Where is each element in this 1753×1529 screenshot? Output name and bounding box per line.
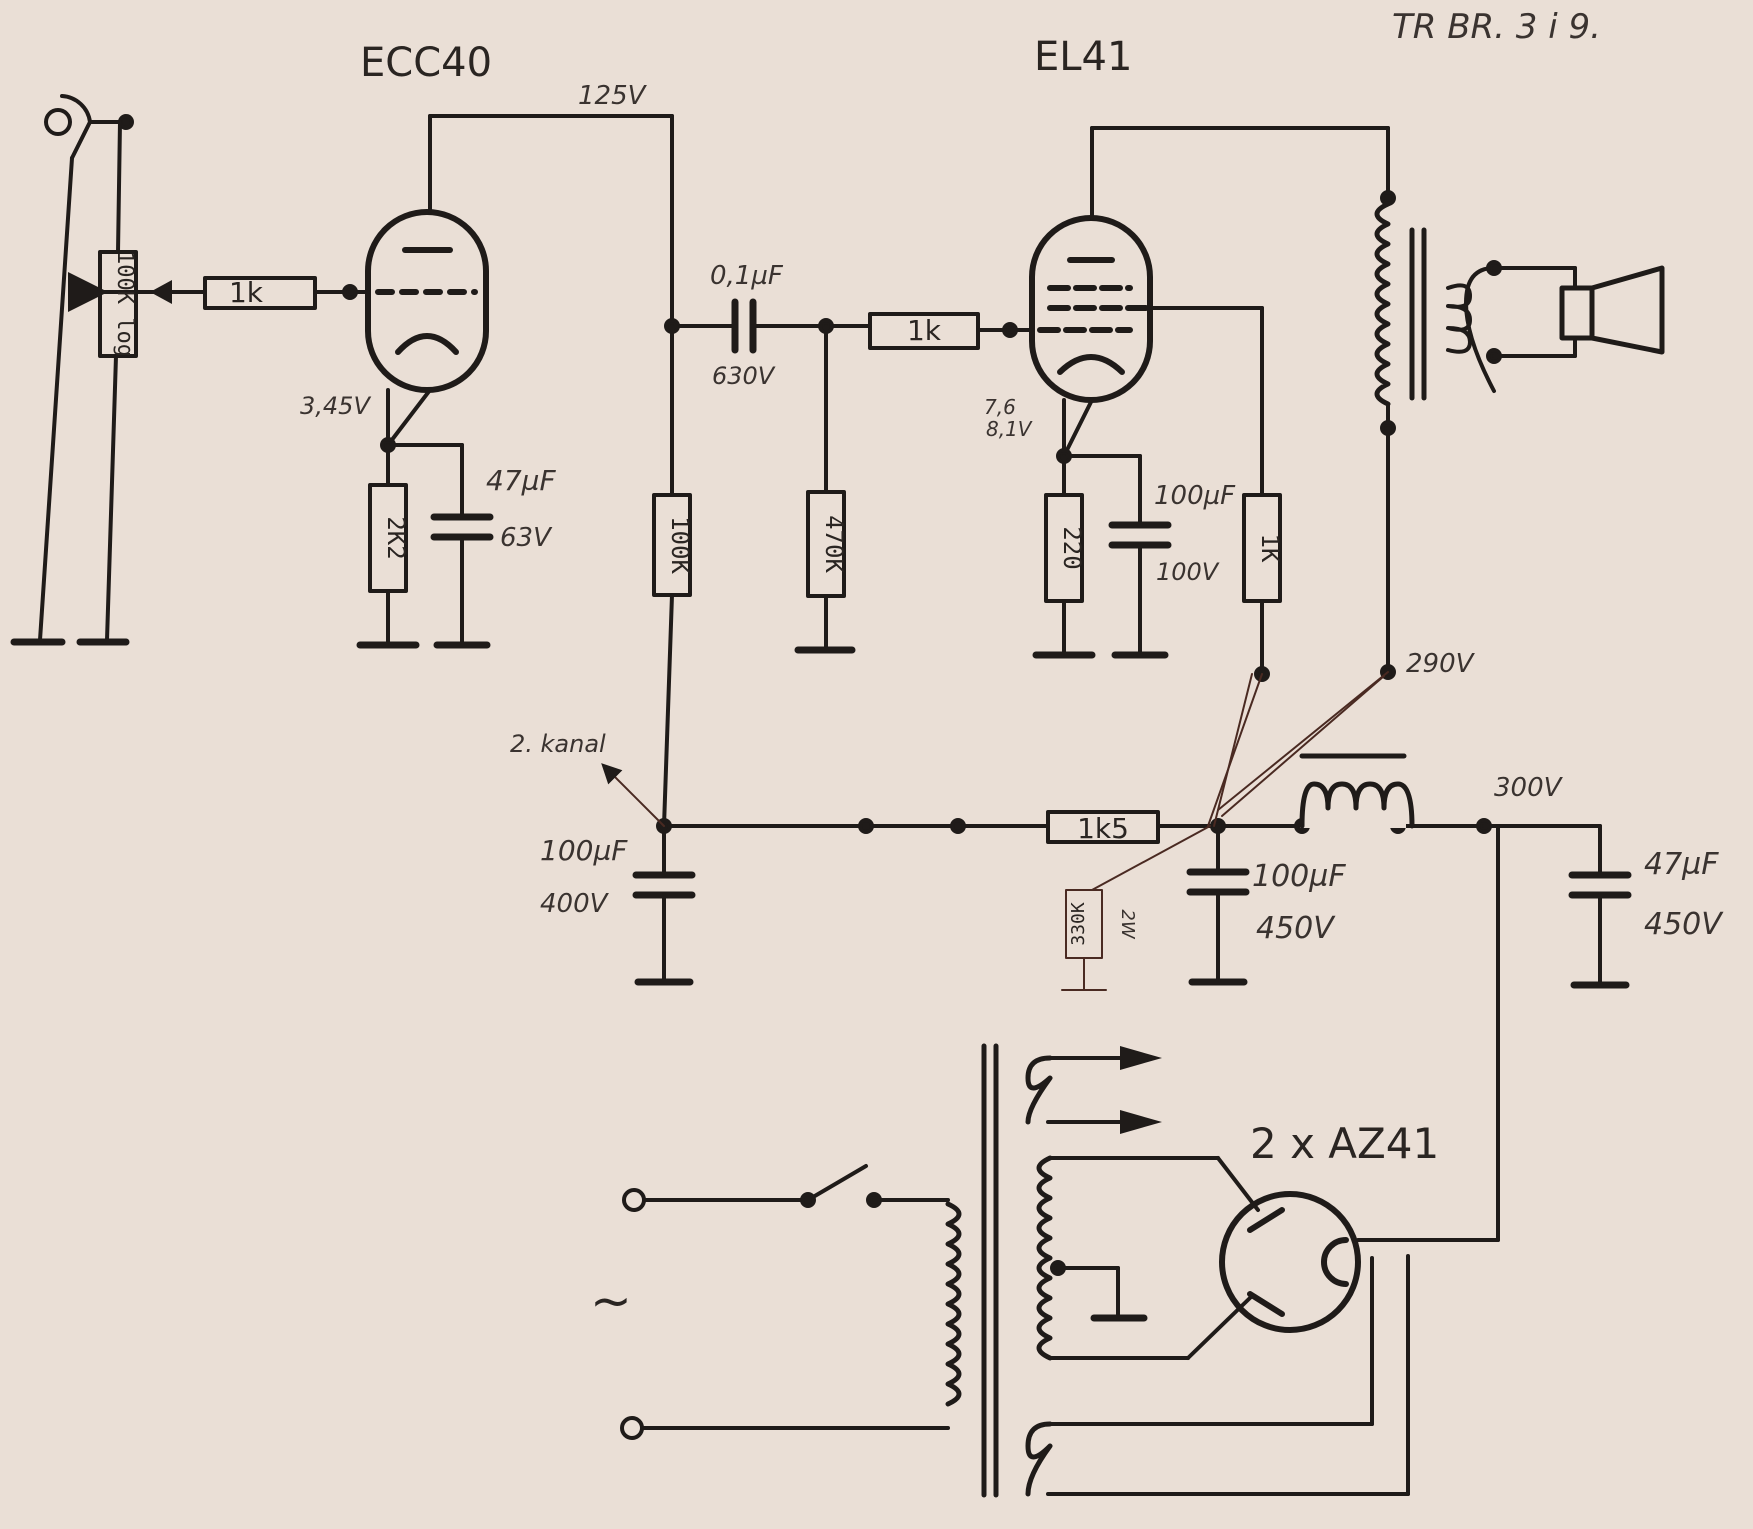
input-jack xyxy=(10,94,92,646)
cathode-cap-2-rating: 100V xyxy=(1156,558,1220,586)
screen-resistor-label: 1K xyxy=(1256,534,1284,563)
az41-rectifier-tube xyxy=(1219,1191,1361,1333)
filter-cap-3-value: 47µF xyxy=(1644,847,1719,882)
filter-resistor-label: 1k5 xyxy=(1077,812,1129,845)
labels: ECC40 EL41 2 x AZ41 TR BR. 3 i 9. 125V 3… xyxy=(112,7,1724,1330)
coupling-cap-value: 0,1µF xyxy=(710,261,784,291)
filter-capacitor-2 xyxy=(1186,824,1250,986)
voltage-cathode-output-2: 8,1V xyxy=(986,417,1033,441)
filter-capacitor-3 xyxy=(1568,871,1632,989)
grid-leak-label: 470K xyxy=(820,515,848,573)
grid-stopper-1-label: 1k xyxy=(229,276,264,309)
mains-symbol: ~ xyxy=(590,1272,632,1330)
cathode-cap-2-value: 100µF xyxy=(1154,481,1236,511)
filter-cap-1-value: 100µF xyxy=(540,834,628,867)
volume-pot xyxy=(68,250,172,646)
filter-cap-2-rating: 450V xyxy=(1256,911,1336,946)
cathode-resistor-1-label: 2K2 xyxy=(382,516,410,559)
second-channel-note: 2. kanal xyxy=(510,730,606,758)
cathode-resistor-2-label: 220 xyxy=(1058,526,1086,569)
voltage-plate-preamp: 125V xyxy=(578,81,648,111)
plate-resistor-1-label: 100K xyxy=(666,516,694,574)
voltage-screen-supply: 290V xyxy=(1406,649,1476,679)
filter-cap-2-value: 100µF xyxy=(1252,859,1346,894)
filter-resistor xyxy=(1046,810,1160,844)
cathode-capacitor-2 xyxy=(1108,521,1172,659)
ecc40-tube xyxy=(348,209,489,393)
bleeder-power-label: 2W xyxy=(1117,909,1138,939)
grid-stopper-2-label: 1k xyxy=(907,314,942,347)
cathode-capacitor-1 xyxy=(430,513,494,649)
coupling-cap-rating: 630V xyxy=(712,362,776,390)
filter-choke xyxy=(1299,753,1415,829)
volume-pot-label: 100K log xyxy=(112,251,137,357)
corner-note: TR BR. 3 i 9. xyxy=(1392,7,1601,47)
cathode-cap-1-value: 47µF xyxy=(486,464,556,497)
coupling-capacitor xyxy=(731,298,757,354)
output-transformer xyxy=(1374,201,1577,407)
heater-output-arrows xyxy=(1120,1046,1162,1134)
voltage-cathode-preamp: 3,45V xyxy=(300,392,371,420)
voltage-main-supply: 300V xyxy=(1494,773,1564,803)
filter-cap-3-rating: 450V xyxy=(1644,907,1724,942)
tube-label-ecc40: ECC40 xyxy=(360,40,492,86)
power-transformer xyxy=(945,1043,1410,1498)
voltage-cathode-output-1: 7,6 xyxy=(984,395,1016,419)
loudspeaker-icon xyxy=(1559,265,1665,355)
bleeder-resistor-label: 330K xyxy=(1068,902,1089,946)
tube-label-az41: 2 x AZ41 xyxy=(1250,1119,1439,1168)
filter-capacitor-1 xyxy=(632,824,696,986)
filter-cap-1-rating: 400V xyxy=(540,889,610,919)
el41-tube xyxy=(1008,215,1155,403)
cathode-cap-1-rating: 63V xyxy=(500,523,553,553)
tube-label-el41: EL41 xyxy=(1034,34,1132,80)
mains-input xyxy=(620,1164,950,1440)
